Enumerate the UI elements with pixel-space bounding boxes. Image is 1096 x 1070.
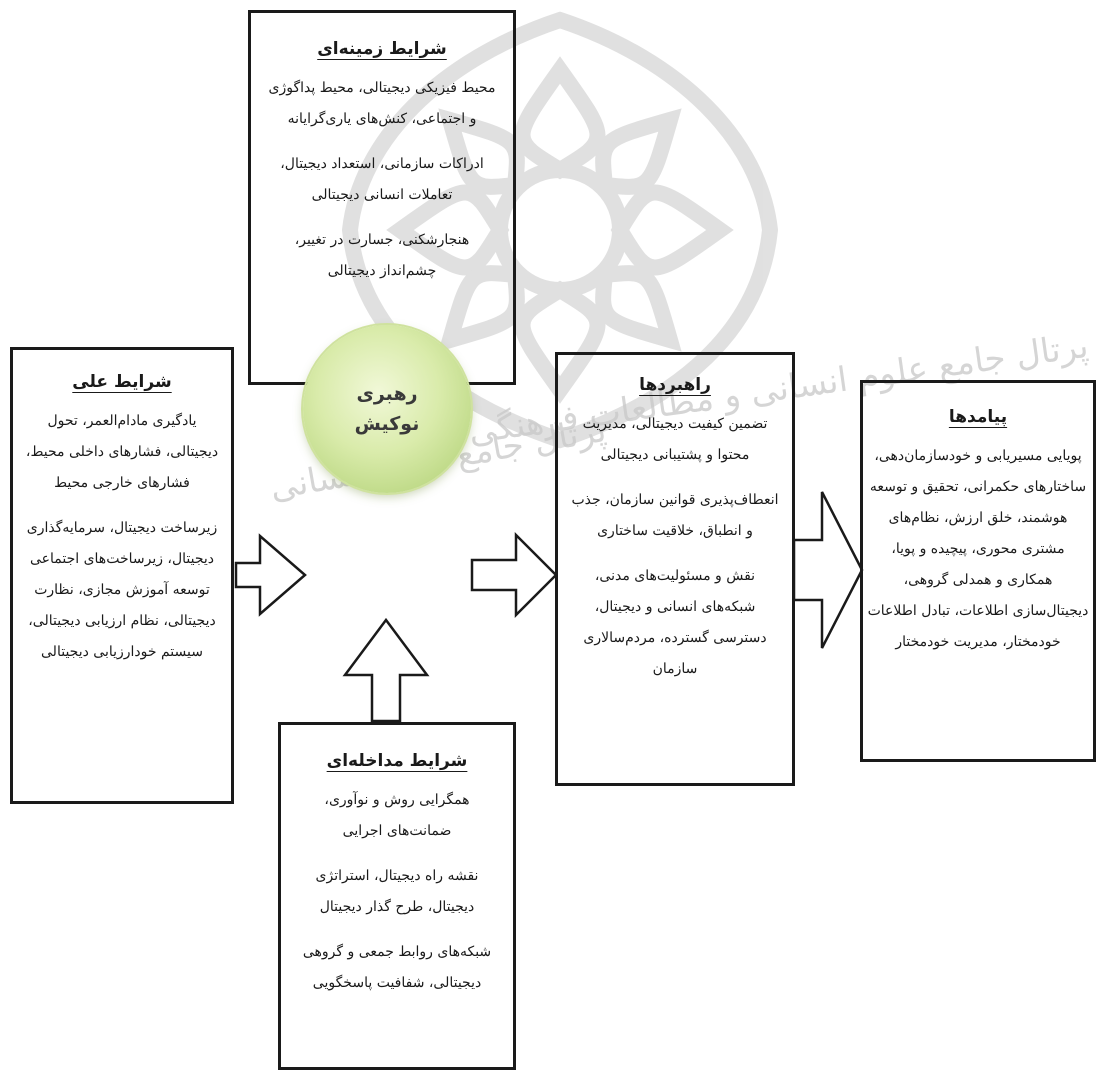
causal-conditions-title: شرایط علی [72,372,172,392]
intervening-conditions-item: شبکه‌های روابط جمعی و گروهی دیجیتالی، شف… [302,944,492,991]
strategies-item: تضمین کیفیت دیجیتالی، مدیریت محتوا و پشت… [582,416,768,463]
outcomes-title: پیامدها [948,407,1008,427]
intervening-conditions-box: شرایط مداخله‌ای همگرایی روش و نوآوری، ضم… [278,722,516,1070]
core-phenomenon-line1: رهبری [356,383,418,405]
arrow-intervening-to-core [342,617,430,723]
intervening-conditions-title: شرایط مداخله‌ای [326,751,468,771]
outcomes-item: پویایی مسیریابی و خودسازمان‌دهی، ساختاره… [867,448,1089,650]
arrow-causal-to-core [234,533,307,617]
causal-conditions-item: زیرساخت دیجیتال، سرمایه‌گذاری دیجیتال، ز… [26,520,218,660]
contextual-conditions-title: شرایط زمینه‌ای [317,39,447,59]
core-phenomenon-line2: نوکیش [354,413,420,435]
strategies-item: انعطاف‌پذیری قوانین سازمان، جذب و انطباق… [571,492,779,539]
strategies-title: راهبردها [639,375,711,395]
outcomes-box: پیامدها پویایی مسیریابی و خودسازمان‌دهی،… [860,380,1096,762]
causal-conditions-box: شرایط علی یادگیری مادام‌العمر، تحول دیجی… [10,347,234,804]
contextual-conditions-item: ادراکات سازمانی، استعداد دیجیتال، تعاملا… [280,156,484,203]
causal-conditions-item: یادگیری مادام‌العمر، تحول دیجیتالی، فشار… [25,413,219,491]
intervening-conditions-item: همگرایی روش و نوآوری، ضمانت‌های اجرایی [324,792,470,839]
contextual-conditions-item: هنجارشکنی، جسارت در تغییر، چشم‌انداز دیج… [294,232,470,279]
arrow-core-to-strategies [470,531,558,619]
intervening-conditions-item: نقشه راه دیجیتال، استراتژی دیجیتال، طرح … [315,868,479,915]
core-phenomenon-circle: رهبری نوکیش [303,325,471,493]
strategies-box: راهبردها تضمین کیفیت دیجیتالی، مدیریت مح… [555,352,795,786]
arrow-strategies-to-outcomes [792,491,864,649]
contextual-conditions-item: محیط فیزیکی دیجیتالی، محیط پداگوژی و اجت… [268,80,496,127]
strategies-item: نقش و مسئولیت‌های مدنی، شبکه‌های انسانی … [583,568,767,677]
